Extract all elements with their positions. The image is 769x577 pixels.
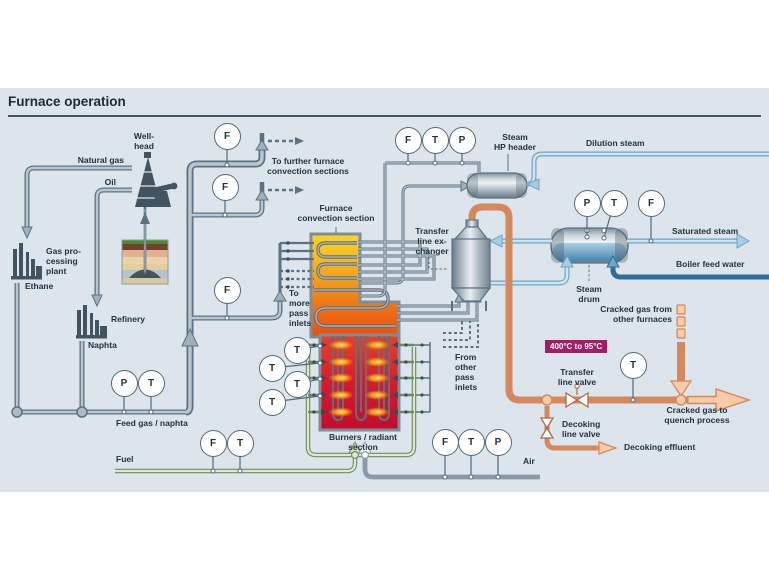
label-cracked-gas-to-quench: Cracked gas to quench process (664, 405, 730, 426)
burner-flames (321, 340, 398, 417)
instrument-F-20: F (637, 189, 665, 217)
transfer-line-valve-symbol (565, 383, 589, 409)
label-oil: Oil (104, 177, 116, 187)
gas-plant-icon (11, 243, 42, 280)
manifold-dots (286, 241, 424, 414)
label-to-further-furnace: To further furnace convection sections (267, 156, 349, 177)
label-well-head: Well- head (133, 131, 155, 152)
label-decoking-line-valve: Decoking line valve (562, 419, 601, 440)
instrument-F-2: F (211, 173, 239, 201)
label-gas-processing-plant: Gas pro- cessing plant (46, 246, 81, 277)
label-air: Air (523, 456, 535, 466)
instrument-F-1: F (213, 122, 241, 150)
instrument-T-5: T (137, 369, 165, 397)
label-cracked-gas-from-other: Cracked gas from other furnaces (600, 304, 672, 325)
refinery-icon (76, 305, 107, 339)
decoking-line-valve-symbol (539, 417, 555, 439)
label-to-more-pass-inlets: To more pass inlets (289, 288, 312, 329)
furnace-convection-box (309, 232, 401, 339)
instrument-P-14: P (484, 428, 512, 456)
steam-drum-vessel (550, 227, 629, 264)
temperature-badge: 400°C to 95°C (545, 340, 608, 353)
instrument-T-16: T (421, 126, 449, 154)
label-steam-hp-header: Steam HP header (494, 132, 536, 153)
steam-hp-header-vessel (466, 172, 528, 199)
label-boiler-feed-water: Boiler feed water (676, 259, 745, 269)
label-ethane: Ethane (25, 281, 54, 291)
label-refinery: Refinery (111, 314, 146, 324)
label-naphta: Naphta (88, 340, 117, 350)
instrument-T-7: T (258, 354, 286, 382)
label-decoking-effluent: Decoking effluent (624, 442, 696, 452)
cracked-gas-lines (468, 203, 752, 455)
label-saturated-steam: Saturated steam (672, 226, 739, 236)
instrument-T-13: T (457, 428, 485, 456)
transfer-line-exchanger-vessel (450, 219, 492, 302)
label-transfer-line-valve: Transfer line valve (557, 367, 597, 388)
instrument-T-8: T (283, 370, 311, 398)
instrument-P-18: P (573, 189, 601, 217)
boiler-feed-water-line (606, 254, 769, 280)
page-title: Furnace operation (8, 94, 126, 109)
label-feed-gas-naphta: Feed gas / naphta (116, 418, 188, 428)
instrument-T-6: T (283, 336, 311, 364)
label-natural-gas: Natural gas (77, 155, 124, 165)
label-transfer-line-exchanger: Transfer line ex- changer (415, 226, 449, 257)
instrument-F-12: F (431, 428, 459, 456)
instrument-F-3: F (213, 276, 241, 304)
instrument-P-4: P (110, 369, 138, 397)
tle-inlet-stubs (443, 301, 487, 348)
convection-coils (314, 241, 396, 328)
well-pipe (140, 207, 150, 274)
instrument-P-17: P (448, 126, 476, 154)
instrument-T-9: T (258, 388, 286, 416)
label-burners-radiant-section: Burners / radiant section (328, 432, 398, 453)
feed-junctions (11, 406, 88, 418)
derrick-icon (135, 152, 178, 207)
label-dilution-steam: Dilution steam (586, 138, 645, 148)
instrument-T-11: T (226, 429, 254, 457)
label-fuel: Fuel (116, 454, 134, 464)
title-rule (8, 115, 761, 117)
radiant-box (318, 333, 401, 432)
instrument-T-21: T (619, 351, 647, 379)
instrument-T-19: T (600, 189, 628, 217)
label-steam-drum: Steam drum (576, 284, 602, 305)
instrument-F-15: F (394, 126, 422, 154)
label-from-other-pass-inlets: From other pass inlets (455, 352, 478, 393)
leader-lines (335, 154, 590, 281)
label-furnace-convection-section: Furnace convection section (297, 203, 375, 224)
steam-lines (489, 151, 769, 286)
air-pipe (358, 440, 540, 480)
instrument-F-10: F (199, 429, 227, 457)
